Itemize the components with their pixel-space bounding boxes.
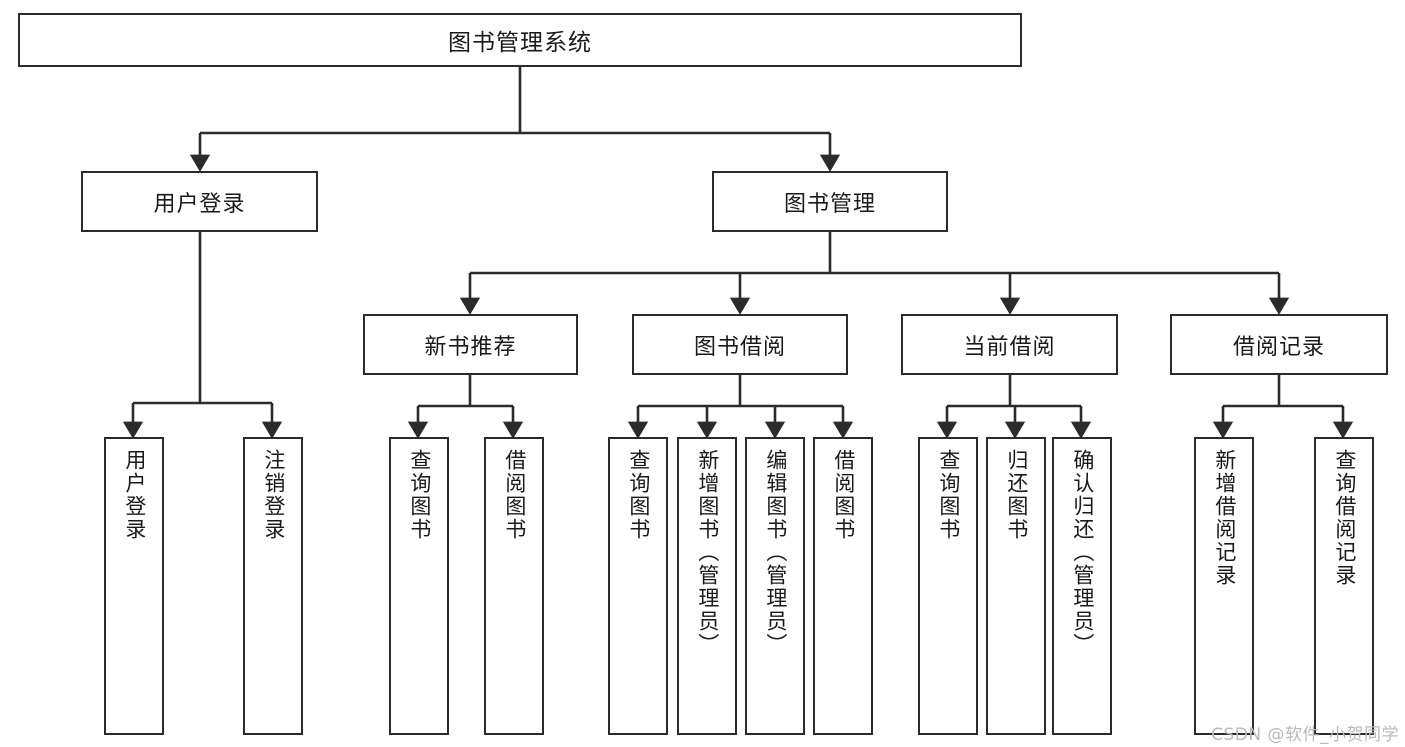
node-label: 新增图书（管理员） bbox=[695, 449, 720, 656]
leaf-book-borrow-add[interactable]: 新增图书（管理员） bbox=[677, 437, 737, 735]
node-root-book-management-system[interactable]: 图书管理系统 bbox=[18, 13, 1022, 67]
leaf-book-borrow-edit[interactable]: 编辑图书（管理员） bbox=[745, 437, 805, 735]
node-book-borrow[interactable]: 图书借阅 bbox=[632, 314, 848, 375]
leaf-new-book-borrow[interactable]: 借阅图书 bbox=[484, 437, 544, 735]
node-label: 新书推荐 bbox=[424, 334, 517, 360]
node-current-borrow[interactable]: 当前借阅 bbox=[901, 314, 1118, 375]
node-label: 用户登录 bbox=[122, 449, 147, 541]
node-label: 查询借阅记录 bbox=[1332, 449, 1357, 587]
leaf-current-borrow-query[interactable]: 查询图书 bbox=[918, 437, 978, 735]
node-label: 借阅图书 bbox=[831, 449, 856, 541]
node-label: 新增借阅记录 bbox=[1212, 449, 1237, 587]
node-label: 图书借阅 bbox=[693, 334, 786, 360]
node-label: 注销登录 bbox=[261, 449, 286, 541]
node-label: 编辑图书（管理员） bbox=[763, 449, 788, 656]
node-user-login[interactable]: 用户登录 bbox=[81, 171, 318, 232]
leaf-current-borrow-return[interactable]: 归还图书 bbox=[986, 437, 1046, 735]
leaf-user-login-logout[interactable]: 注销登录 bbox=[243, 437, 303, 735]
node-label: 借阅记录 bbox=[1232, 334, 1325, 360]
leaf-borrow-records-add[interactable]: 新增借阅记录 bbox=[1194, 437, 1254, 735]
node-new-book-recommend[interactable]: 新书推荐 bbox=[363, 314, 578, 375]
node-borrow-records[interactable]: 借阅记录 bbox=[1170, 314, 1388, 375]
leaf-current-borrow-confirm-return[interactable]: 确认归还（管理员） bbox=[1052, 437, 1112, 735]
node-label: 借阅图书 bbox=[502, 449, 527, 541]
node-label: 当前借阅 bbox=[963, 334, 1056, 360]
node-label: 确认归还（管理员） bbox=[1070, 449, 1095, 656]
leaf-book-borrow-borrow[interactable]: 借阅图书 bbox=[813, 437, 873, 735]
node-label: 用户登录 bbox=[153, 191, 246, 217]
node-label: 查询图书 bbox=[936, 449, 961, 541]
node-label: 图书管理系统 bbox=[448, 30, 592, 56]
leaf-new-book-query[interactable]: 查询图书 bbox=[389, 437, 449, 735]
leaf-book-borrow-query[interactable]: 查询图书 bbox=[608, 437, 668, 735]
node-label: 查询图书 bbox=[407, 449, 432, 541]
leaf-user-login-login[interactable]: 用户登录 bbox=[104, 437, 164, 735]
watermark: CSDN @软件_小贺同学 bbox=[1211, 725, 1399, 745]
node-label: 归还图书 bbox=[1004, 449, 1029, 541]
node-book-management[interactable]: 图书管理 bbox=[712, 171, 948, 232]
node-label: 查询图书 bbox=[626, 449, 651, 541]
leaf-borrow-records-query[interactable]: 查询借阅记录 bbox=[1314, 437, 1374, 735]
node-label: 图书管理 bbox=[783, 191, 876, 217]
